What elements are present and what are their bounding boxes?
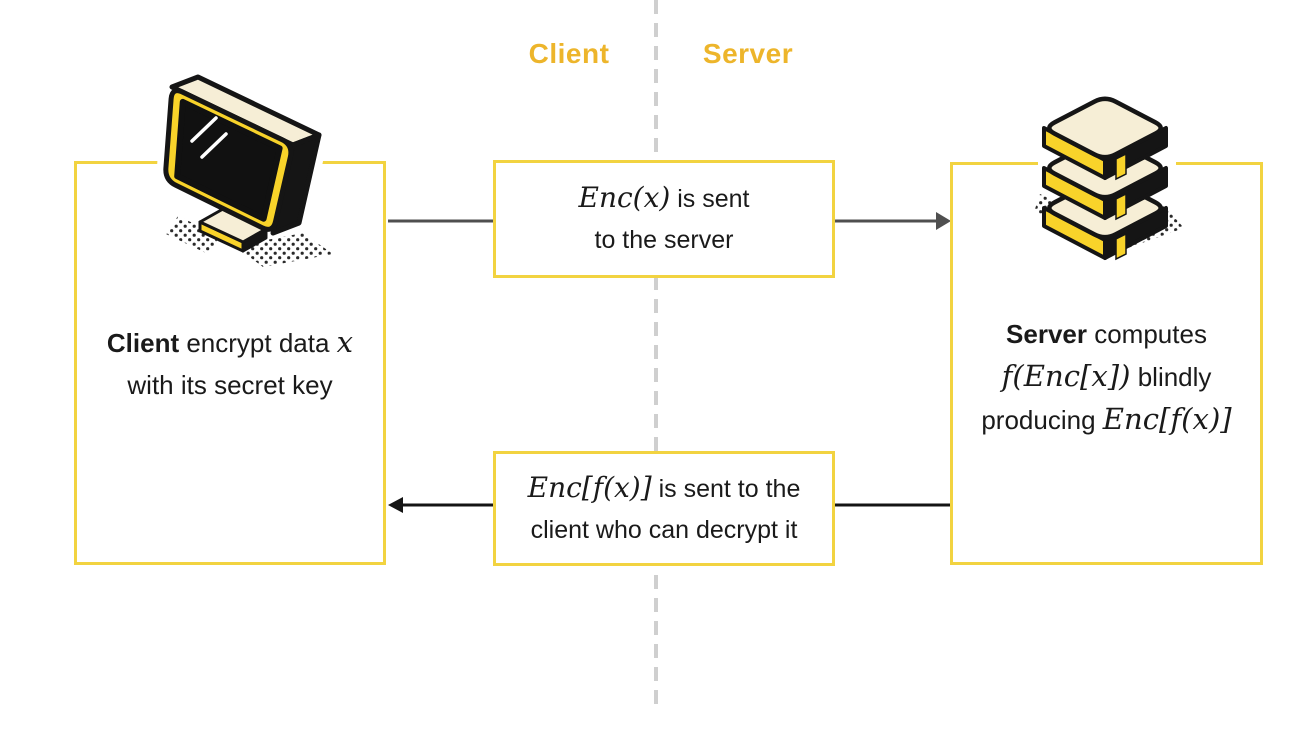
client-box: Client encrypt data x with its secret ke… [74, 161, 386, 565]
request-box-line1: Enc(x) is sent [579, 177, 750, 220]
client-box-line2: with its secret key [127, 369, 333, 400]
server-box-line1: Server computes [1006, 313, 1207, 355]
monitor-icon [138, 62, 343, 277]
server-math-enc-f-x: Enc[f(x)] [1102, 401, 1232, 436]
client-line1-text: encrypt data [179, 327, 337, 358]
database-stack-icon [1034, 88, 1189, 273]
server-line2-text: blindly [1130, 361, 1212, 392]
client-server-divider [654, 0, 658, 708]
right-arrowhead-icon [936, 212, 951, 230]
left-arrowhead-icon [388, 497, 403, 513]
server-box: Server computes f(Enc[x]) blindly produc… [950, 162, 1263, 565]
server-line1-text: computes [1087, 318, 1207, 349]
db-slab-top [1042, 96, 1168, 181]
response-box-line2: client who can decrypt it [530, 515, 798, 544]
request-math-enc-x: Enc(x) [578, 181, 671, 214]
response-line1-text: is sent to the [651, 474, 801, 503]
client-box-line1: Client encrypt data x [107, 321, 353, 364]
client-column-label: Client [528, 38, 610, 69]
response-box-line1: Enc[f(x)] is sent to the [528, 467, 801, 510]
response-math-enc-f-x: Enc[f(x)] [527, 470, 652, 504]
server-math-f-enc-x: f(Enc[x]) [1001, 358, 1131, 393]
server-bold-word: Server [1006, 318, 1087, 349]
server-box-line3: producing Enc[f(x)] [981, 398, 1231, 441]
client-bold-word: Client [106, 327, 180, 358]
server-box-line2: f(Enc[x]) blindly [1002, 355, 1212, 398]
request-message-box: Enc(x) is sent to the server [493, 160, 835, 278]
request-box-line2: to the server [594, 226, 734, 254]
server-column-label: Server [702, 38, 794, 69]
response-message-box: Enc[f(x)] is sent to the client who can … [493, 451, 835, 566]
request-line1-text: is sent [670, 185, 750, 213]
client-math-x: x [336, 324, 354, 359]
server-line3-text: producing [981, 404, 1103, 435]
